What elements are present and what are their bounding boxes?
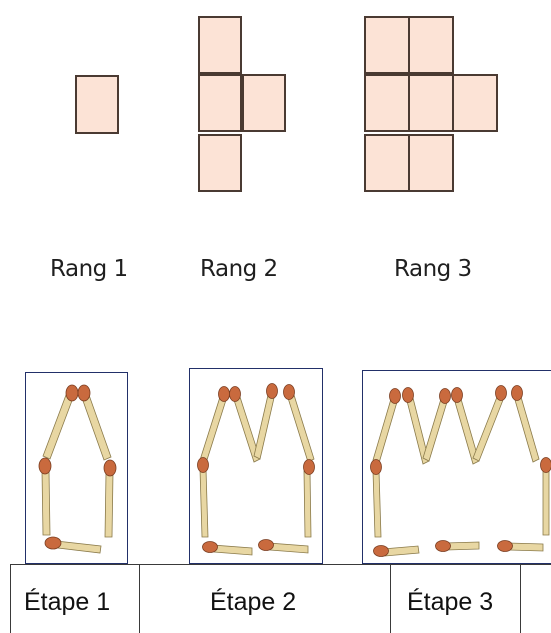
match-stick [515,397,539,462]
match-stick [373,399,397,463]
match-head [496,386,507,401]
match-head [66,385,78,401]
match-stick [105,473,113,537]
match-stick [43,395,73,459]
etape-2-matches-panel [189,368,323,564]
match-stick [543,469,549,535]
match-head [78,385,90,401]
square [75,75,119,134]
square [364,74,410,132]
match-head [541,458,551,473]
match-head [440,389,451,404]
match-stick [254,395,274,459]
match-stick [304,471,311,537]
etape-3-label: Étape 3 [407,588,493,617]
match-stick [200,397,226,463]
rang-3-label: Rang 3 [394,256,472,282]
match-head [371,460,382,475]
square [408,134,454,192]
rang-2-label: Rang 2 [200,256,278,282]
match-head [267,384,278,399]
match-stick [373,471,381,537]
match-stick [42,471,50,535]
etape-2-label: Étape 2 [210,588,296,617]
square [452,74,498,132]
square [364,134,410,192]
match-head [436,541,451,552]
etape-1-matches [26,373,129,565]
match-stick [56,541,101,553]
etape-1-matches-panel [25,372,128,564]
match-head [498,541,513,552]
match-stick [423,399,447,461]
divider [390,564,391,633]
match-head [230,387,241,402]
match-head [390,389,401,404]
match-head [104,460,116,476]
match-head [45,537,61,549]
match-stick [268,543,308,553]
match-stick [473,397,503,461]
square [198,16,242,74]
match-stick [200,469,208,537]
divider [139,564,140,633]
match-stick [288,395,314,462]
match-head [198,458,209,473]
match-head [219,387,230,402]
square [242,74,286,132]
etape-1-label: Étape 1 [24,588,110,617]
etape-3-matches [363,371,551,565]
match-head [403,388,414,403]
rang-1-label: Rang 1 [50,256,128,282]
match-head [284,385,295,400]
match-head [452,388,463,403]
square [198,74,242,132]
square [408,74,454,132]
match-head [304,460,315,475]
match-head [39,458,51,474]
etape-3-matches-panel [362,370,551,564]
match-head [259,540,274,551]
match-stick [82,395,111,460]
square [408,16,454,74]
square [364,16,410,74]
divider [520,564,521,633]
match-head [374,546,389,557]
match-stick [212,545,252,555]
square [198,134,242,192]
match-head [203,542,218,553]
etape-2-matches [190,369,324,565]
match-head [512,386,523,401]
divider [10,564,11,633]
